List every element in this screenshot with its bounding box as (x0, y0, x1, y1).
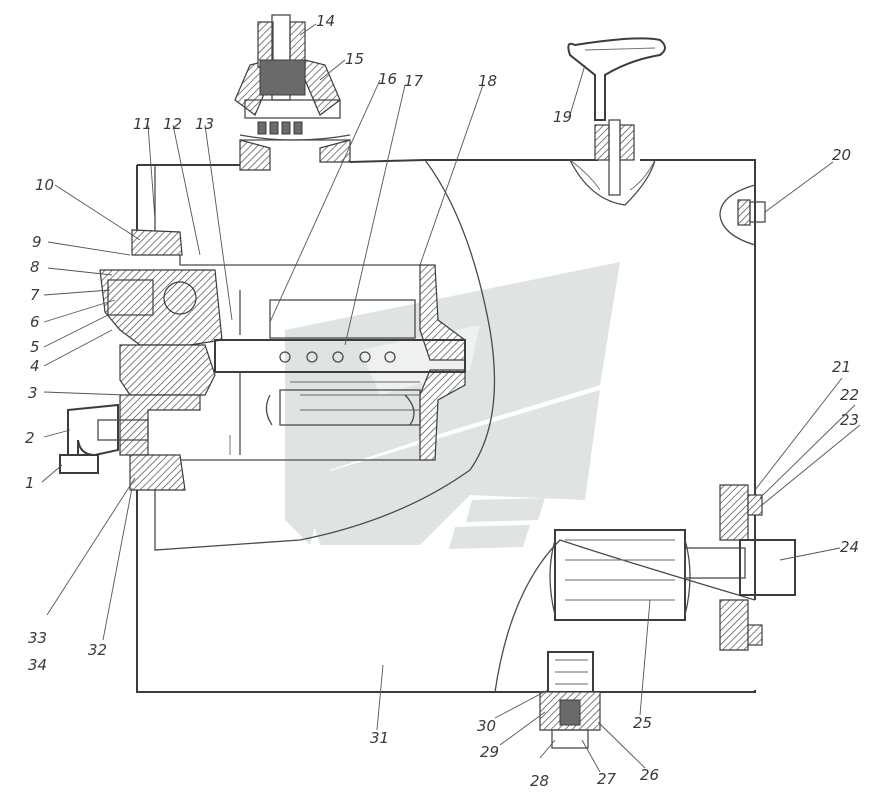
pump-assembly (99, 229, 466, 491)
callout-3: 3 (28, 384, 38, 402)
plug-20 (719, 184, 766, 246)
callout-6: 6 (30, 313, 40, 331)
callout-labels: 1 2 3 4 5 6 7 8 9 10 11 12 13 14 15 16 1… (25, 12, 859, 790)
callout-28: 28 (530, 772, 549, 790)
callout-19: 19 (553, 108, 572, 126)
callout-26: 26 (640, 766, 659, 784)
callout-4: 4 (30, 357, 40, 375)
housing (136, 159, 756, 693)
filter-assembly (549, 484, 796, 651)
elbow-fitting (59, 403, 149, 474)
callout-7: 7 (30, 286, 40, 304)
callout-5: 5 (30, 338, 40, 356)
callout-12: 12 (163, 115, 182, 133)
callout-11: 11 (133, 115, 152, 133)
callout-16: 16 (378, 70, 397, 88)
cap-teeth (257, 121, 303, 135)
drain-valve (539, 651, 601, 749)
callout-1: 1 (25, 474, 35, 492)
callout-32: 32 (88, 641, 107, 659)
callout-34: 34 (28, 656, 47, 674)
callout-25: 25 (633, 714, 652, 732)
filler-cap (234, 14, 351, 171)
callout-2: 2 (25, 429, 35, 447)
watermark-logo (285, 262, 620, 549)
callout-30: 30 (477, 717, 496, 735)
callout-18: 18 (478, 72, 497, 90)
callout-31: 31 (370, 729, 389, 747)
callout-33: 33 (28, 629, 47, 647)
callout-20: 20 (832, 146, 851, 164)
callout-9: 9 (32, 233, 42, 251)
callout-15: 15 (345, 50, 364, 68)
drain-key (567, 37, 666, 196)
callout-10: 10 (35, 176, 54, 194)
callout-27: 27 (597, 770, 617, 788)
callout-14: 14 (316, 12, 335, 30)
callout-13: 13 (195, 115, 214, 133)
callout-17: 17 (404, 72, 424, 90)
shaft-holes (279, 351, 396, 363)
callout-23: 23 (840, 411, 859, 429)
callout-24: 24 (840, 538, 859, 556)
callout-21: 21 (832, 358, 851, 376)
callout-22: 22 (840, 386, 859, 404)
callout-29: 29 (480, 743, 499, 761)
callout-8: 8 (30, 258, 40, 276)
leader-lines (41, 23, 861, 773)
